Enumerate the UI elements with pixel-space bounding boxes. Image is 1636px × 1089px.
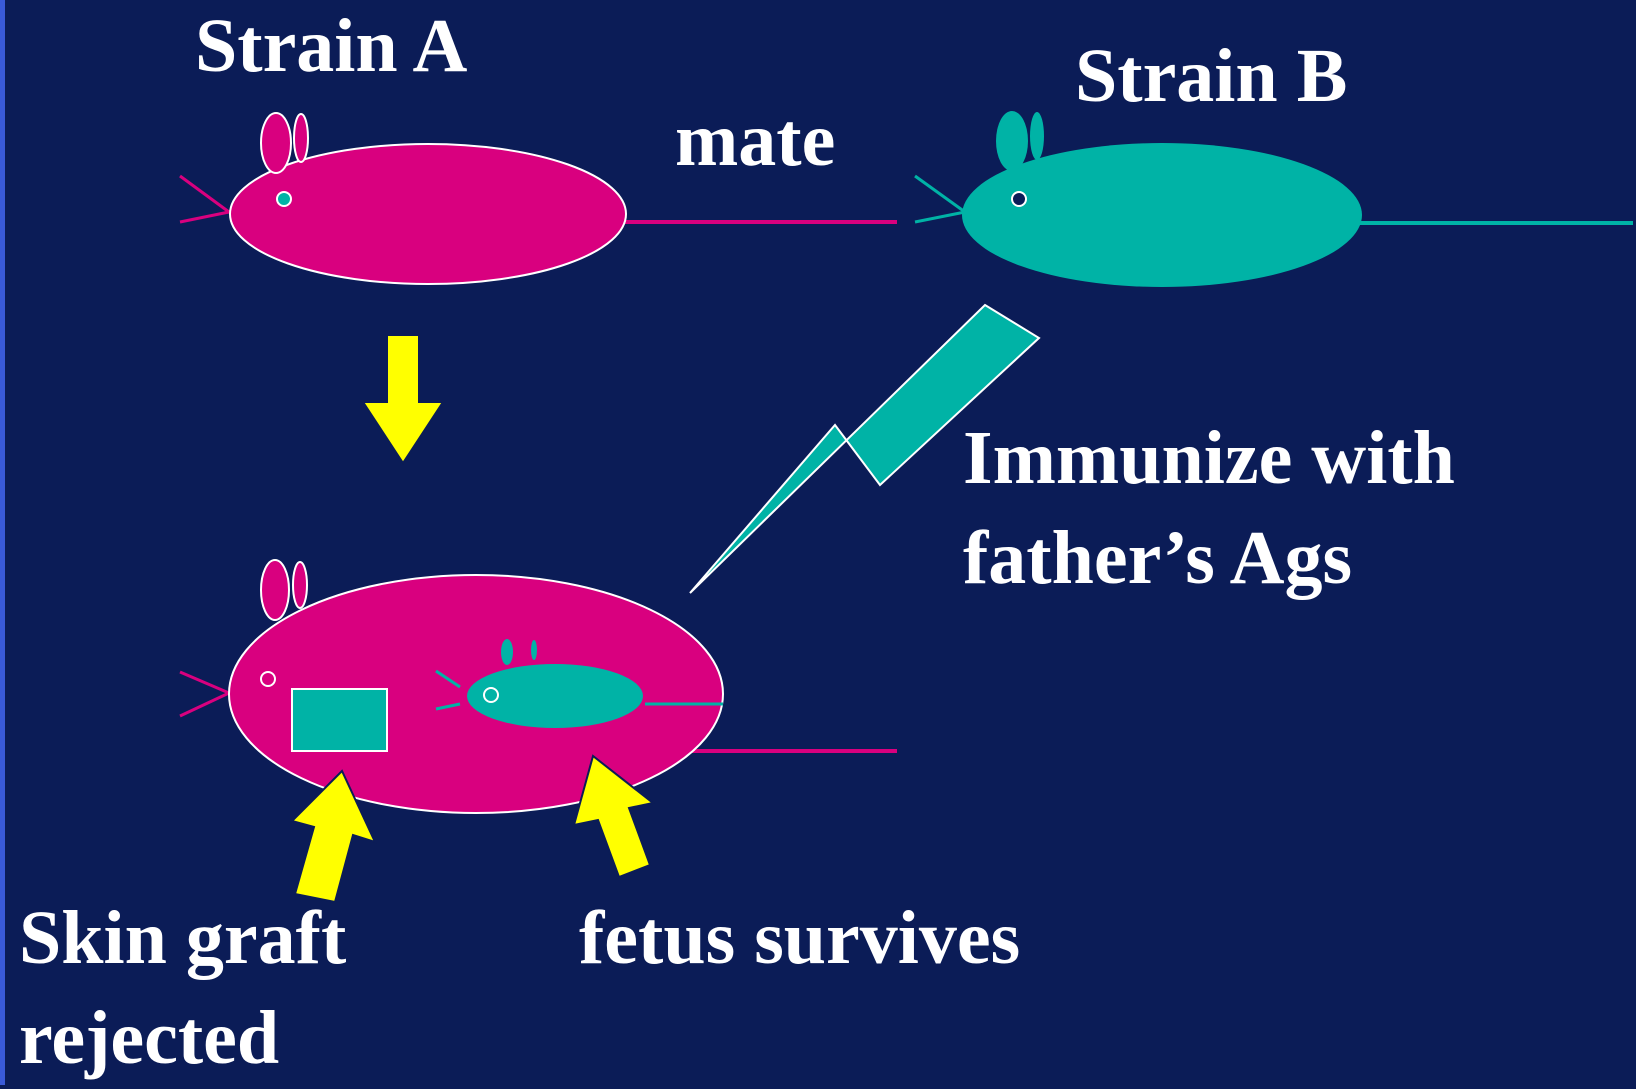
strain-a-label: Strain A xyxy=(195,0,467,97)
down-arrow-icon xyxy=(363,335,443,463)
mouse-strain-b-icon xyxy=(915,111,1633,287)
skin-graft-label: Skin graft xyxy=(19,888,346,989)
fetus-label: fetus survives xyxy=(579,888,1020,989)
immunize-label: Immunize with xyxy=(963,408,1455,509)
strain-b-label: Strain B xyxy=(1075,26,1347,127)
mate-label: mate xyxy=(675,90,835,191)
immunize-label-2: father’s Ags xyxy=(963,508,1352,609)
skin-graft-label-2: rejected xyxy=(19,988,279,1089)
skin-graft-icon xyxy=(292,689,387,751)
